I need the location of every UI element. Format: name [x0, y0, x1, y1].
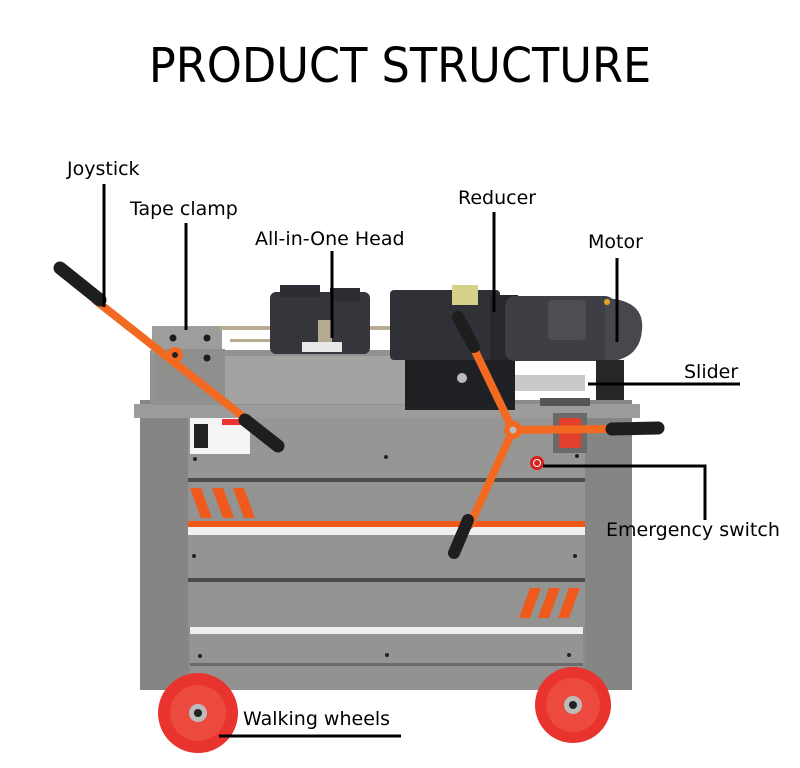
label-walking-wheels: Walking wheels: [243, 708, 391, 730]
slider-bar: [515, 375, 585, 391]
label-tape-clamp: Tape clamp: [130, 198, 238, 220]
cabinet-left-post: [140, 400, 188, 690]
orange-stripe: [188, 521, 585, 527]
right-wheel: [535, 667, 611, 743]
label-joystick: Joystick: [67, 158, 140, 180]
right-handwheel: [448, 311, 665, 559]
panel-3: [188, 535, 585, 580]
label-motor: Motor: [588, 231, 643, 253]
orange-slashes-right: [519, 588, 580, 618]
left-wheel: [158, 673, 238, 753]
emergency-button: [530, 456, 544, 470]
leader-lines: [102, 184, 740, 738]
label-slider: Slider: [684, 361, 739, 383]
left-joystick: [53, 261, 285, 453]
label-emergency-switch: Emergency switch: [606, 519, 780, 541]
panel-4: [188, 582, 585, 628]
leader-emergency-switch: [543, 464, 707, 520]
page-title: PRODUCT STRUCTURE: [148, 38, 652, 94]
label-reducer: Reducer: [458, 187, 537, 209]
panel-5: [190, 634, 583, 664]
orange-slashes-left: [190, 488, 255, 518]
label-all-in-one-head: All-in-One Head: [255, 228, 405, 250]
motor: [505, 296, 643, 400]
cabinet-right-post: [585, 400, 632, 690]
all-in-one-head: [270, 285, 370, 354]
